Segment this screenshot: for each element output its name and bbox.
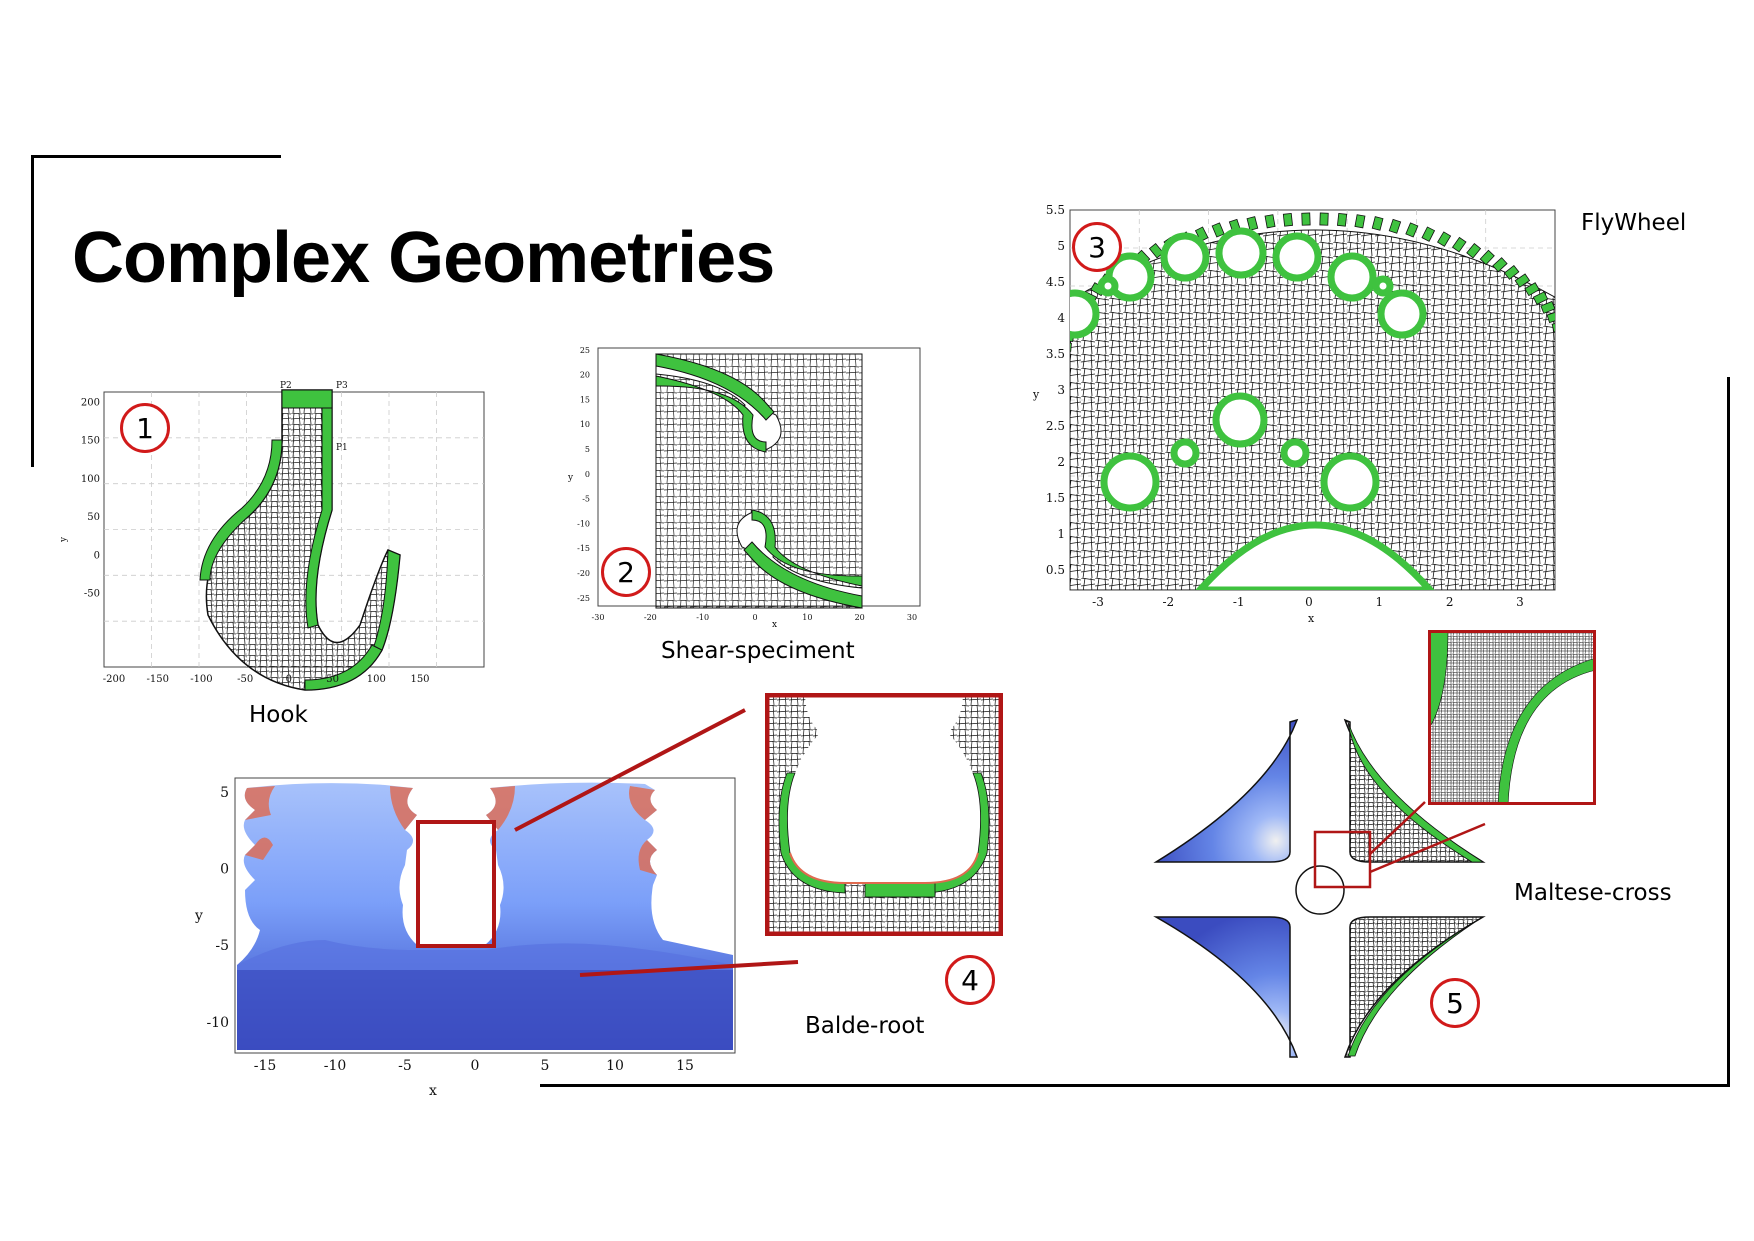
shear-xlabel: x — [772, 620, 777, 630]
hook-mesh-figure: -200 -150 -100 -50 0 50 100 150 200 150 100 50 0 -50… — [60, 380, 500, 710]
shear-ylabel: y — [567, 473, 574, 483]
flywheel-x-tick-5: 2 — [1446, 595, 1454, 609]
flywheel-x-tick-6: 3 — [1516, 595, 1524, 609]
blade-x-tick-1: -10 — [324, 1058, 347, 1074]
flywheel-y-tick-7: 2 — [1057, 455, 1065, 469]
blade-caption: Balde-root — [805, 1013, 925, 1039]
flywheel-y-tick-5: 3 — [1057, 383, 1065, 397]
blade-root-zoom-inset — [765, 693, 1003, 936]
shear-y-tick-7: -10 — [577, 519, 590, 528]
flywheel-ylabel: y — [1032, 388, 1040, 401]
frame-line-top-left — [31, 155, 281, 158]
shear-x-tick-3: 0 — [752, 613, 757, 622]
hook-y-tick-1: 150 — [81, 436, 100, 447]
blade-y-tick-3: -10 — [206, 1015, 229, 1031]
hook-point-label-p2: P2 — [280, 381, 292, 391]
hook-point-label-p1: P1 — [336, 443, 348, 453]
shear-y-tick-10: -25 — [577, 594, 590, 603]
hook-point-label-p3: P3 — [336, 381, 348, 391]
shear-y-tick-2: 15 — [580, 395, 590, 404]
flywheel-x-tick-3: 0 — [1305, 595, 1313, 609]
shear-x-tick-4: 10 — [802, 613, 812, 622]
hook-ylabel: y — [60, 536, 69, 543]
frame-line-right — [1727, 377, 1730, 1087]
blade-x-tick-2: -5 — [398, 1058, 412, 1074]
flywheel-mesh-figure: -3 -2 -1 0 1 2 3 5.5 5 4.5 4 3.5 3 2.5 2 1.5 1 0.5 x y — [1025, 200, 1565, 640]
blade-x-tick-3: 0 — [471, 1058, 480, 1074]
blade-x-tick-5: 10 — [606, 1058, 624, 1074]
blade-x-tick-0: -15 — [254, 1058, 277, 1074]
blade-zoom-lines — [514, 708, 799, 977]
shear-y-tick-8: -15 — [577, 544, 590, 553]
hook-x-tick-4: 0 — [286, 674, 292, 685]
flywheel-y-tick-3: 4 — [1057, 311, 1065, 325]
hook-y-tick-0: 200 — [81, 398, 100, 409]
flywheel-x-tick-4: 1 — [1376, 595, 1384, 609]
shear-x-tick-2: -10 — [696, 613, 709, 622]
flywheel-y-tick-6: 2.5 — [1046, 419, 1065, 433]
flywheel-y-tick-2: 4.5 — [1046, 275, 1065, 289]
flywheel-xlabel: x — [1308, 612, 1315, 625]
hook-x-tick-1: -150 — [146, 674, 168, 685]
flywheel-y-tick-10: 0.5 — [1046, 563, 1065, 577]
shear-x-tick-0: -30 — [592, 613, 605, 622]
frame-line-left — [31, 155, 34, 467]
hook-y-tick-5: -50 — [84, 589, 100, 600]
blade-y-tick-0: 5 — [220, 785, 229, 801]
blade-y-tick-1: 0 — [220, 862, 229, 878]
panel-number-badge-2: 2 — [601, 547, 651, 597]
flywheel-x-tick-1: -2 — [1162, 595, 1174, 609]
shear-y-tick-9: -20 — [577, 569, 590, 578]
shear-y-tick-6: -5 — [582, 495, 590, 504]
panel-number-badge-5: 5 — [1430, 978, 1480, 1028]
maltese-cross-caption: Maltese-cross — [1514, 880, 1672, 906]
shear-x-tick-6: 30 — [907, 613, 917, 622]
flywheel-x-tick-2: -1 — [1233, 595, 1245, 609]
hook-y-tick-2: 100 — [81, 474, 100, 485]
shear-caption: Shear-speciment — [661, 638, 855, 664]
shear-y-tick-3: 10 — [580, 420, 590, 429]
blade-root-stress-figure: -15 -10 -5 0 5 10 15 5 0 -5 -10 x y — [185, 770, 745, 1100]
blade-x-tick-6: 15 — [676, 1058, 694, 1074]
hook-x-tick-2: -100 — [190, 674, 212, 685]
flywheel-x-tick-0: -3 — [1092, 595, 1104, 609]
shear-y-tick-4: 5 — [585, 445, 590, 454]
frame-line-bottom — [540, 1084, 1730, 1087]
flywheel-y-tick-9: 1 — [1057, 527, 1065, 541]
blade-ylabel: y — [194, 908, 203, 924]
shear-y-tick-0: 25 — [580, 346, 590, 355]
hook-x-tick-3: -50 — [237, 674, 253, 685]
blade-x-tick-4: 5 — [541, 1058, 550, 1074]
hook-x-tick-5: 50 — [326, 674, 339, 685]
blade-xlabel: x — [429, 1083, 437, 1099]
flywheel-y-tick-0: 5.5 — [1046, 203, 1065, 217]
page-title: Complex Geometries — [72, 218, 775, 298]
panel-number-badge-4: 4 — [945, 955, 995, 1005]
panel-number-badge-1: 1 — [120, 403, 170, 453]
flywheel-caption: FlyWheel — [1581, 210, 1687, 236]
hook-y-tick-4: 0 — [94, 550, 100, 561]
panel-number-badge-3: 3 — [1072, 222, 1122, 272]
hook-x-tick-0: -200 — [103, 674, 125, 685]
flywheel-y-tick-8: 1.5 — [1046, 491, 1065, 505]
flywheel-y-tick-4: 3.5 — [1046, 347, 1065, 361]
shear-specimen-figure: -30 -20 -10 0 10 20 30 25 20 15 10 5 0 -5 -10 -15 -20 -2… — [560, 340, 930, 630]
hook-caption: Hook — [249, 702, 308, 728]
flywheel-y-tick-1: 5 — [1057, 239, 1065, 253]
shear-x-tick-1: -20 — [644, 613, 657, 622]
hook-x-tick-6: 100 — [367, 674, 386, 685]
shear-y-tick-1: 20 — [580, 371, 590, 380]
shear-y-tick-5: 0 — [585, 470, 590, 479]
shear-x-tick-5: 20 — [855, 613, 865, 622]
maltese-cross-figure — [1150, 712, 1490, 1072]
blade-y-tick-2: -5 — [215, 938, 229, 954]
maltese-cross-zoom-inset — [1428, 630, 1596, 805]
hook-y-tick-3: 50 — [87, 512, 100, 523]
hook-x-tick-7: 150 — [410, 674, 429, 685]
